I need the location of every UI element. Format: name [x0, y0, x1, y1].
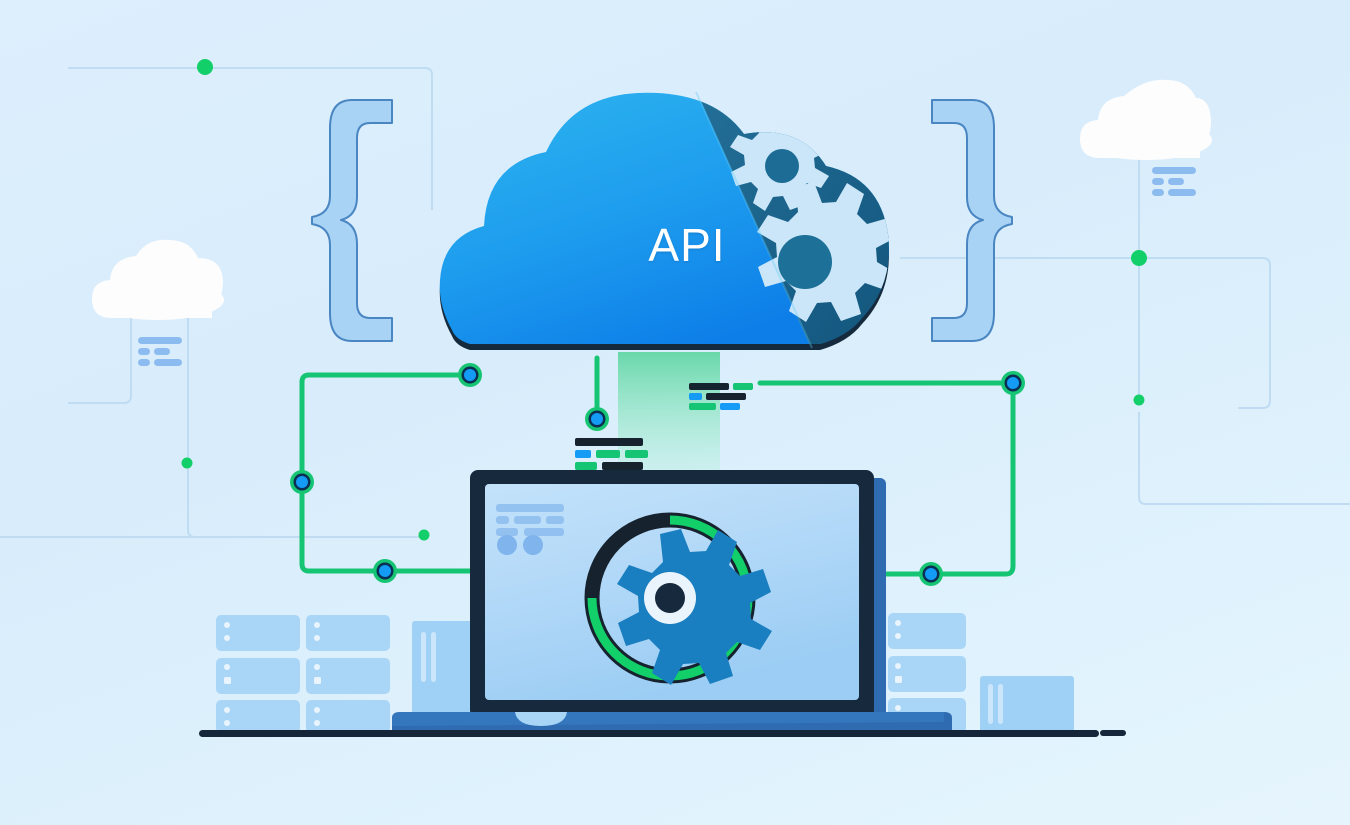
screen-placeholder-dots: [497, 535, 543, 555]
server-tower-right: [980, 676, 1074, 733]
cloud-gear-small-icon: [730, 112, 829, 211]
small-cloud-left-icon: [92, 239, 224, 320]
code-snippet-upper-right: [689, 383, 753, 410]
green-dot-group: [181, 59, 1147, 541]
server-rack-left: [216, 615, 474, 733]
node-left-bottom: [373, 559, 397, 583]
small-cloud-right-code-lines: [1152, 167, 1196, 196]
cloud-diagonal-highlight: [695, 91, 813, 349]
small-cloud-left-code-lines: [138, 337, 182, 366]
ground-line-main: [199, 730, 1099, 737]
green-dot-center: [418, 529, 430, 541]
faint-line-right-cloud-down2: [1138, 412, 1285, 505]
server-tower-left: [412, 621, 474, 733]
green-dot-left-mid: [181, 457, 193, 469]
node-center-ring: [585, 407, 609, 431]
cloud-gear-large-icon: [757, 182, 889, 322]
code-snippet-lower-left: [575, 438, 648, 470]
node-cloud-right: [1001, 371, 1025, 395]
green-dot-top-left: [197, 59, 213, 75]
screen-placeholder-lines: [496, 504, 564, 536]
faint-line-top-left: [68, 67, 433, 210]
brace-close-icon: [931, 99, 1013, 342]
ground-line-dash: [1100, 730, 1126, 736]
node-right-bottom: [919, 562, 943, 586]
green-dot-right-lower: [1133, 394, 1145, 406]
green-path-left-vert: [299, 485, 381, 574]
brace-open-icon: [311, 99, 393, 342]
node-cloud-left: [458, 363, 482, 387]
circuit-node-group: [290, 363, 1025, 586]
faint-line-right-horizontal: [900, 257, 1271, 409]
green-path-left-top: [299, 372, 473, 479]
green-dot-right-mid: [1131, 250, 1147, 266]
green-path-right-vert: [935, 388, 1016, 577]
screen-gear-icon: [617, 529, 772, 685]
laptop-trackpad-notch: [515, 712, 567, 726]
node-left-mid: [290, 470, 314, 494]
faint-line-left-cloud-down: [68, 318, 132, 404]
small-cloud-right-icon: [1080, 79, 1212, 160]
